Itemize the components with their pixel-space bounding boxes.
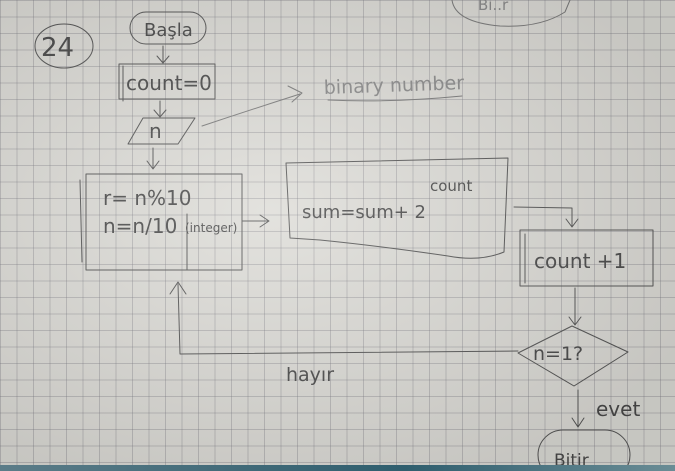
- binary-note-arrowhead: [287, 85, 303, 103]
- sum-exponent: count: [430, 177, 472, 195]
- start-terminator: [129, 11, 207, 45]
- decision-diamond: [517, 325, 629, 387]
- arrowhead-decision-end: [571, 417, 585, 428]
- init-label: count=0: [126, 71, 212, 95]
- input-parallelogram: [127, 117, 196, 145]
- yes-label: evet: [596, 397, 640, 421]
- page-number: 24: [41, 33, 74, 63]
- no-loop-line: [177, 283, 519, 355]
- process-line-2: n=n/10: [103, 214, 177, 238]
- no-label: hayır: [286, 364, 334, 386]
- arrowhead-init-input: [153, 109, 167, 118]
- page-number-circle: [34, 23, 94, 69]
- desk-edge: [0, 465, 675, 471]
- arrowhead-sum-increment: [565, 218, 579, 228]
- no-loop-arrowhead: [169, 281, 187, 295]
- start-label: Başla: [144, 20, 193, 41]
- top-right-oval: [451, 0, 571, 27]
- process-note: (integer): [185, 221, 237, 235]
- increment-box: [519, 229, 654, 287]
- init-box: [118, 63, 216, 100]
- binary-note: binary number: [323, 72, 464, 99]
- binary-note-underline: [327, 95, 463, 102]
- sum-box: [285, 157, 509, 259]
- arrowhead-increment-decision: [568, 316, 582, 326]
- process-line-1: r= n%10: [103, 186, 191, 210]
- arrowhead-input-process: [146, 160, 160, 170]
- binary-note-arrow: [201, 93, 301, 127]
- decision-label: n=1?: [533, 343, 583, 365]
- process-box: [85, 173, 243, 271]
- end-terminator: [537, 429, 631, 471]
- increment-label: count +1: [534, 249, 626, 273]
- sum-base: sum=sum+ 2: [302, 202, 426, 223]
- top-right-fragment: Bi..r: [478, 0, 509, 14]
- process-box-left-stroke: [79, 179, 83, 263]
- arrowhead-start-init: [156, 55, 170, 64]
- input-label: n: [149, 119, 162, 143]
- arrowhead-process-sum: [259, 214, 270, 228]
- arrow-sum-increment: [513, 206, 573, 227]
